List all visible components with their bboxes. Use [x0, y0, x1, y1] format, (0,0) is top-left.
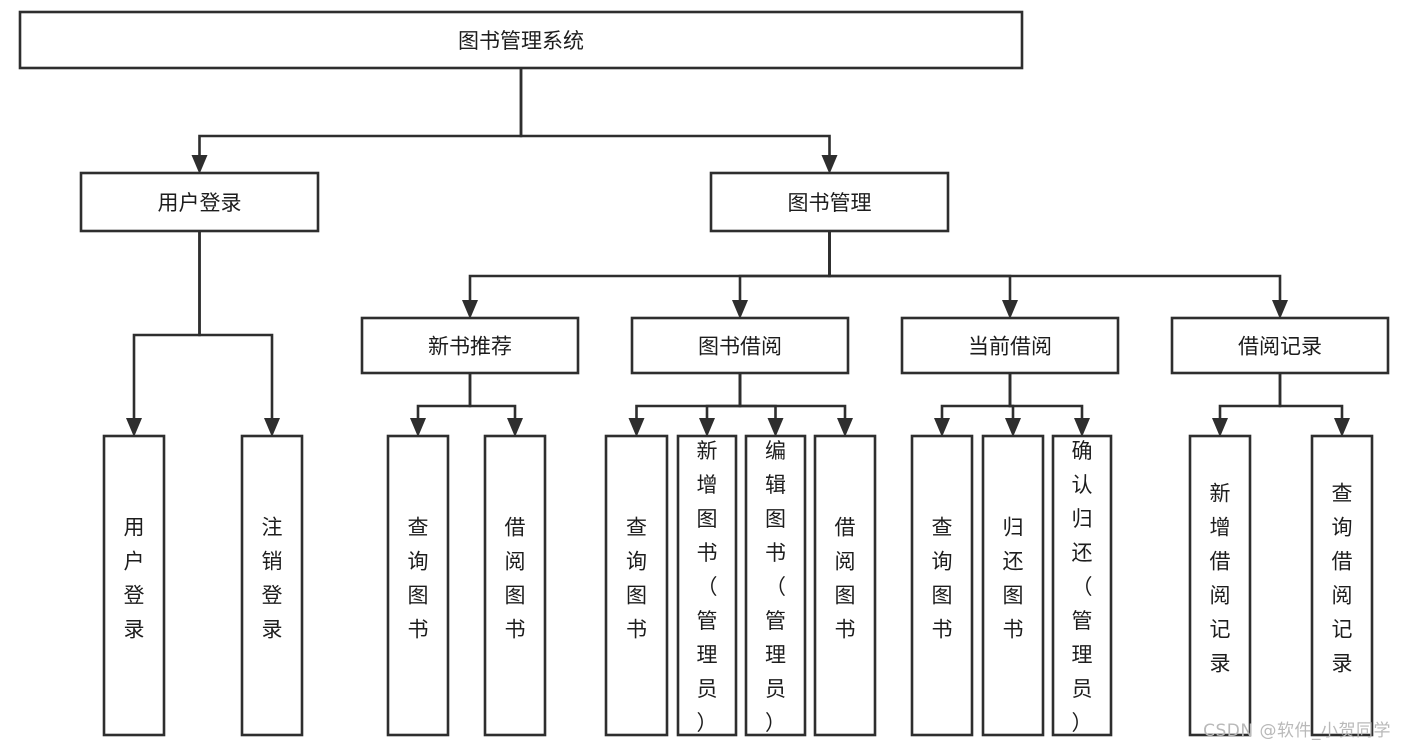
node-leaf-query-book-borrow[interactable]: 查询图书 — [604, 434, 669, 737]
connector-book-borrow-to-leaf-borrow-book — [738, 373, 853, 437]
node-box-leaf-query-book-rec[interactable] — [386, 434, 450, 737]
node-label-leaf-query-record: 查询借阅记录 — [1332, 482, 1353, 676]
arrow-head-icon — [507, 418, 523, 437]
arrow-head-icon — [837, 418, 853, 437]
node-root[interactable]: 图书管理系统 — [18, 10, 1024, 70]
node-leaf-add-book[interactable]: 新增图书（管理员） — [676, 434, 738, 737]
node-box-leaf-edit-book[interactable] — [744, 434, 807, 737]
node-box-book-borrow[interactable] — [630, 316, 850, 375]
node-leaf-add-record[interactable]: 新增借阅记录 — [1188, 434, 1252, 737]
arrow-head-icon — [1005, 418, 1021, 437]
node-label-leaf-query-book-rec: 查询图书 — [408, 516, 429, 642]
node-box-leaf-borrow-book[interactable] — [813, 434, 877, 737]
node-label-leaf-add-book: 新增图书（管理员） — [697, 439, 718, 735]
node-label-leaf-return-book: 归还图书 — [1003, 516, 1024, 642]
node-leaf-query-book-rec[interactable]: 查询图书 — [386, 434, 450, 737]
node-book-manage[interactable]: 图书管理 — [709, 171, 950, 233]
node-box-user-login[interactable] — [79, 171, 320, 233]
connector-user-login-to-leaf-user-logout — [198, 231, 280, 437]
connector-user-login-to-leaf-user-login — [126, 231, 201, 437]
node-user-login[interactable]: 用户登录 — [79, 171, 320, 233]
node-label-leaf-user-login: 用户登录 — [124, 516, 145, 642]
node-leaf-borrow-book[interactable]: 借阅图书 — [813, 434, 877, 737]
arrow-head-icon — [699, 418, 715, 437]
connector-new-book-rec-to-leaf-borrow-book-rec — [468, 373, 523, 437]
arrow-head-icon — [732, 300, 748, 319]
node-leaf-return-book[interactable]: 归还图书 — [981, 434, 1045, 737]
node-new-book-rec[interactable]: 新书推荐 — [360, 316, 580, 375]
node-box-leaf-query-book-borrow[interactable] — [604, 434, 669, 737]
node-box-leaf-add-book[interactable] — [676, 434, 738, 737]
node-box-leaf-query-book-current[interactable] — [910, 434, 974, 737]
node-book-borrow[interactable]: 图书借阅 — [630, 316, 850, 375]
node-leaf-user-logout[interactable]: 注销登录 — [240, 434, 304, 737]
node-label-borrow-record: 借阅记录 — [1238, 335, 1322, 359]
arrow-head-icon — [1074, 418, 1090, 437]
arrow-head-icon — [462, 300, 478, 319]
node-box-root[interactable] — [18, 10, 1024, 70]
node-borrow-record[interactable]: 借阅记录 — [1170, 316, 1390, 375]
connector-new-book-rec-to-leaf-query-book-rec — [410, 373, 472, 437]
node-box-leaf-borrow-book-rec[interactable] — [483, 434, 547, 737]
node-leaf-query-book-current[interactable]: 查询图书 — [910, 434, 974, 737]
node-label-leaf-query-book-current: 查询图书 — [932, 516, 953, 642]
node-label-leaf-query-book-borrow: 查询图书 — [626, 516, 647, 642]
node-leaf-query-record[interactable]: 查询借阅记录 — [1310, 434, 1374, 737]
node-label-leaf-user-logout: 注销登录 — [262, 516, 283, 642]
node-box-leaf-add-record[interactable] — [1188, 434, 1252, 737]
arrow-head-icon — [1272, 300, 1288, 319]
connector-root-to-book-manage — [519, 68, 838, 174]
node-label-leaf-confirm-return: 确认归还（管理员） — [1072, 439, 1093, 735]
node-box-leaf-user-logout[interactable] — [240, 434, 304, 737]
watermark-text: CSDN @软件_小贺同学 — [1203, 721, 1391, 741]
node-box-leaf-return-book[interactable] — [981, 434, 1045, 737]
node-label-leaf-borrow-book: 借阅图书 — [835, 516, 856, 642]
arrow-head-icon — [264, 418, 280, 437]
node-label-leaf-borrow-book-rec: 借阅图书 — [505, 516, 526, 642]
arrow-head-icon — [628, 418, 645, 437]
node-label-book-borrow: 图书借阅 — [698, 335, 782, 359]
node-leaf-user-login[interactable]: 用户登录 — [102, 434, 166, 737]
node-label-new-book-rec: 新书推荐 — [428, 335, 512, 359]
node-leaf-edit-book[interactable]: 编辑图书（管理员） — [744, 434, 807, 737]
node-box-new-book-rec[interactable] — [360, 316, 580, 375]
arrow-head-icon — [191, 155, 208, 174]
connector-current-borrow-to-leaf-query-book-current — [934, 373, 1012, 437]
arrow-head-icon — [1212, 418, 1228, 437]
node-leaf-confirm-return[interactable]: 确认归还（管理员） — [1051, 434, 1113, 737]
connector-root-to-user-login — [191, 68, 523, 174]
node-label-user-login: 用户登录 — [158, 191, 242, 215]
arrow-head-icon — [1334, 418, 1350, 437]
node-label-current-borrow: 当前借阅 — [968, 335, 1052, 359]
arrow-head-icon — [821, 155, 838, 174]
arrow-head-icon — [410, 418, 426, 437]
node-leaf-borrow-book-rec[interactable]: 借阅图书 — [483, 434, 547, 737]
node-box-leaf-user-login[interactable] — [102, 434, 166, 737]
node-label-leaf-add-record: 新增借阅记录 — [1210, 482, 1231, 676]
arrow-head-icon — [934, 418, 950, 437]
node-box-leaf-query-record[interactable] — [1310, 434, 1374, 737]
node-box-borrow-record[interactable] — [1170, 316, 1390, 375]
node-label-book-manage: 图书管理 — [788, 191, 872, 215]
arrow-head-icon — [767, 418, 784, 437]
connector-book-manage-to-borrow-record — [828, 231, 1288, 319]
arrow-head-icon — [126, 418, 142, 437]
node-layer: 图书管理系统用户登录图书管理新书推荐图书借阅当前借阅借阅记录用户登录注销登录查询… — [18, 10, 1390, 737]
node-current-borrow[interactable]: 当前借阅 — [900, 316, 1120, 375]
arrow-head-icon — [1002, 300, 1018, 319]
connector-borrow-record-to-leaf-add-record — [1212, 373, 1282, 437]
node-box-current-borrow[interactable] — [900, 316, 1120, 375]
node-label-root: 图书管理系统 — [458, 29, 584, 53]
connector-book-manage-to-book-borrow — [732, 231, 831, 319]
connector-current-borrow-to-leaf-confirm-return — [1008, 373, 1090, 437]
node-box-leaf-confirm-return[interactable] — [1051, 434, 1113, 737]
node-box-book-manage[interactable] — [709, 171, 950, 233]
node-label-leaf-edit-book: 编辑图书（管理员） — [765, 439, 786, 735]
connector-layer — [126, 68, 1350, 437]
connector-borrow-record-to-leaf-query-record — [1278, 373, 1350, 437]
